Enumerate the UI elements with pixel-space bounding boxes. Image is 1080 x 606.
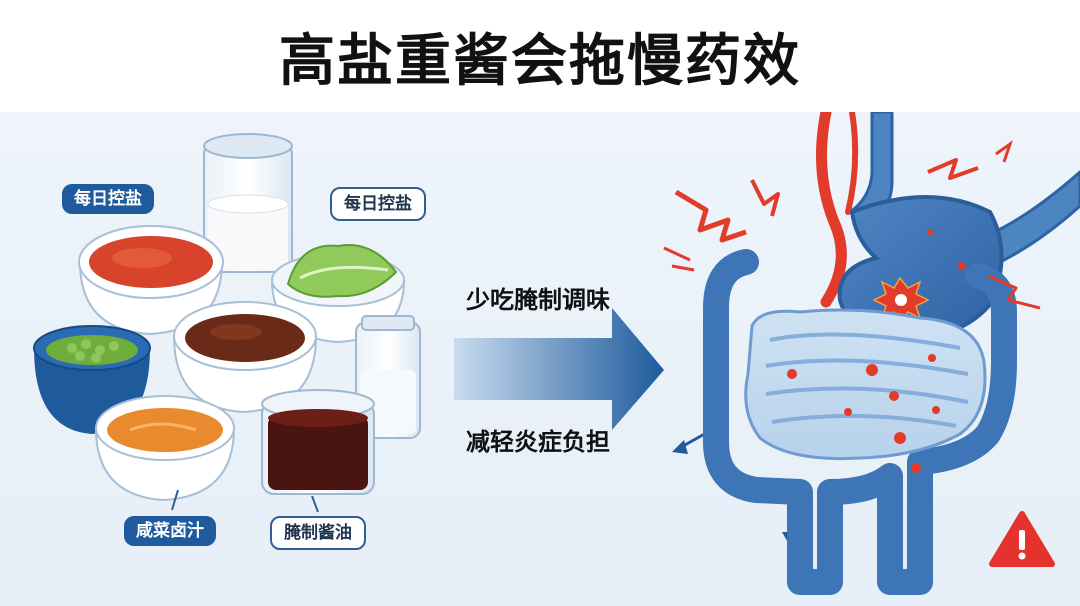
lightning-icon [927, 158, 979, 180]
pointer-line [171, 489, 179, 511]
salt-control-tag-right: 每日控盐 [330, 187, 426, 221]
lightning-icon [674, 189, 747, 243]
salt-control-tag-left: 每日控盐 [62, 184, 154, 214]
page-title: 高盐重酱会拖慢药效 [279, 28, 801, 94]
effect-text-upper: 少吃腌制调味 [466, 286, 610, 314]
effect-text-lower: 减轻炎症负担 [466, 428, 610, 456]
illustration-panel: 每日控盐 每日控盐 咸菜卤汁 腌制酱油 少吃腌制调味 减轻炎症负担 [0, 112, 1080, 606]
warning-icon [989, 511, 1055, 567]
lightning-icon [987, 274, 1041, 310]
outflow-arrow-head [672, 440, 688, 454]
orange-sauce-bowl [94, 395, 236, 502]
salt-jar-tall [203, 133, 293, 273]
soy-sauce-tag: 腌制酱油 [270, 516, 366, 550]
lightning-icon [995, 140, 1013, 163]
digestive-system [703, 112, 1080, 595]
title-bar: 高盐重酱会拖慢药效 [0, 0, 1080, 112]
irritation-mark [671, 264, 695, 272]
illustration-svg [33, 112, 1080, 595]
pickle-brine-tag: 咸菜卤汁 [124, 516, 216, 546]
lightning-icon [750, 179, 780, 217]
irritation-mark [663, 246, 691, 262]
right-arrow-icon [454, 308, 664, 430]
pointer-line [311, 495, 319, 513]
soy-sauce-jar [261, 389, 375, 495]
